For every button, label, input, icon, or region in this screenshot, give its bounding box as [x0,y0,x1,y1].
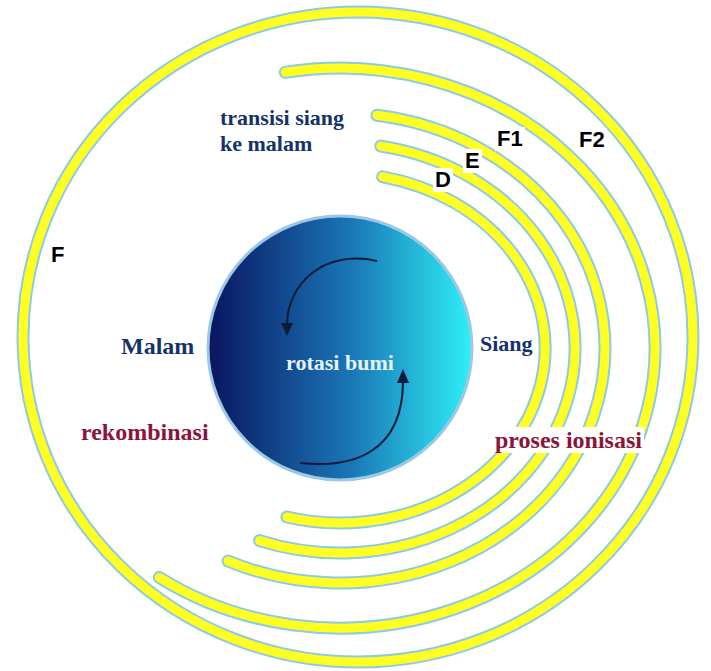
day-label: Siang [478,332,535,356]
process-label: rekombinasi [79,419,211,445]
layer-name: F [49,243,66,267]
earth-circle: rotasi bumi [205,213,475,483]
label-holder: proses ionisasi [493,427,644,453]
label-holder: Malam [119,333,196,359]
transition-label: transisi siang ke malam [218,105,347,157]
rotation-arrow [300,381,403,464]
rotation-arrowhead [281,323,293,336]
layer-name: D [433,168,453,192]
rotation-arrow [287,259,377,325]
label-holder: D [433,168,453,192]
rotation-arrowhead [397,369,409,383]
label-holder: F [49,243,66,267]
label-holder: Siang [478,332,535,356]
night-label: Malam [119,333,196,359]
earth-body [208,216,472,480]
earth-label: rotasi bumi [285,350,395,376]
f-layer-ring [23,12,693,662]
f2-layer-arc [159,68,655,628]
label-holder: transisi siang ke malam [218,105,347,157]
label-holder: F2 [577,128,607,152]
label-holder: rekombinasi [79,419,211,445]
layer-name: E [463,149,482,173]
process-label: proses ionisasi [493,427,644,453]
layer-name: F2 [577,128,607,152]
layer-name: F1 [495,127,525,151]
earth-shape [205,213,475,483]
f-layer-outline [23,12,693,662]
label-holder: F1 [495,127,525,151]
f2-layer-outline [159,68,655,628]
label-holder: E [463,149,482,173]
